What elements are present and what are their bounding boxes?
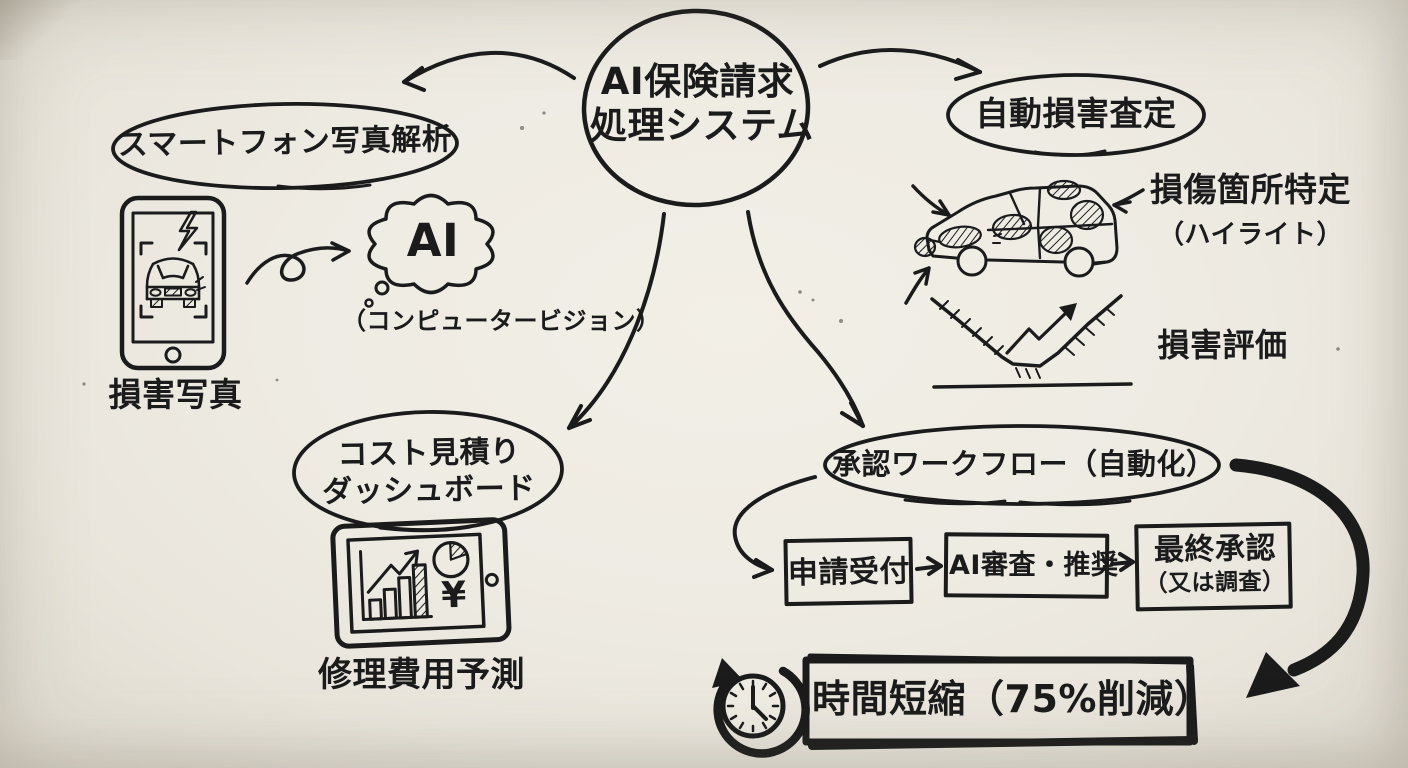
damage-highlight-spots	[913, 179, 1105, 258]
photo-analysis-title: スマートフォン写真解析	[117, 122, 453, 163]
tablet-dashboard-icon	[330, 517, 512, 649]
arrow-to-photo-analysis	[402, 51, 576, 92]
cost-dashboard-ellipse	[292, 410, 564, 533]
car-pointer-arrows	[904, 184, 1145, 305]
arrow-photo-to-ai	[245, 241, 351, 285]
time-reduction-result-label: 時間短縮（75%削減）	[812, 677, 1213, 721]
damage-photo-caption: 損害写真	[108, 375, 243, 414]
approval-workflow-ellipse	[823, 424, 1221, 507]
arrow-workflow-to-step1	[732, 475, 817, 579]
damage-assessment-ellipse	[946, 73, 1206, 157]
arrow-to-approval-workflow	[746, 210, 865, 428]
approval-workflow-title: 承認ワークフロー（自動化）	[832, 447, 1216, 481]
center-node-title-line1: AI保険請求	[600, 60, 795, 103]
damage-evaluation-caption: 損害評価	[1157, 326, 1288, 364]
bar-chart-icon	[358, 549, 433, 621]
workflow-step2-label: AI審査・推奨	[949, 550, 1119, 581]
car-photo-icon	[145, 257, 206, 308]
result-box	[802, 653, 1198, 750]
arrow-to-cost-dashboard	[567, 212, 666, 430]
workflow-step3-label-line1: 最終承認	[1153, 530, 1277, 569]
workflow-step1-label: 申請受付	[787, 553, 911, 592]
repair-cost-caption: 修理費用予測	[318, 655, 525, 695]
damage-spot-label-line1: 損傷箇所特定	[1150, 170, 1351, 209]
workflow-step3-label-line2: （又は調査）	[1144, 568, 1286, 598]
center-node-circle	[581, 8, 811, 208]
damage-evaluation-graph	[930, 294, 1133, 389]
damage-assessment-title: 自動損害査定	[975, 94, 1177, 133]
cost-dashboard-title-line2: ダッシュボード	[321, 471, 537, 510]
center-node-title-line2: 処理システム	[590, 104, 814, 147]
ai-cloud-icon	[364, 193, 495, 308]
cost-dashboard-title-line1: コスト見積り	[337, 434, 521, 473]
clock-rewind-icon	[712, 658, 810, 758]
pie-chart-icon	[432, 541, 470, 579]
paper-specks	[82, 111, 1340, 386]
ai-cloud-label: AI	[406, 214, 460, 267]
photo-analysis-ellipse	[111, 101, 459, 191]
damage-spot-label-line2: （ハイライト）	[1158, 220, 1343, 250]
computer-vision-caption: （コンピュータービジョン）	[342, 307, 661, 335]
smartphone-icon	[119, 195, 227, 371]
yen-symbol: ¥	[440, 574, 468, 617]
damaged-car-icon	[904, 179, 1145, 305]
big-arrow-to-result	[1229, 458, 1370, 698]
crack-lightning-icon	[177, 210, 199, 252]
workflow-step-boxes	[783, 521, 1293, 612]
arrow-to-damage-assessment	[818, 48, 982, 81]
